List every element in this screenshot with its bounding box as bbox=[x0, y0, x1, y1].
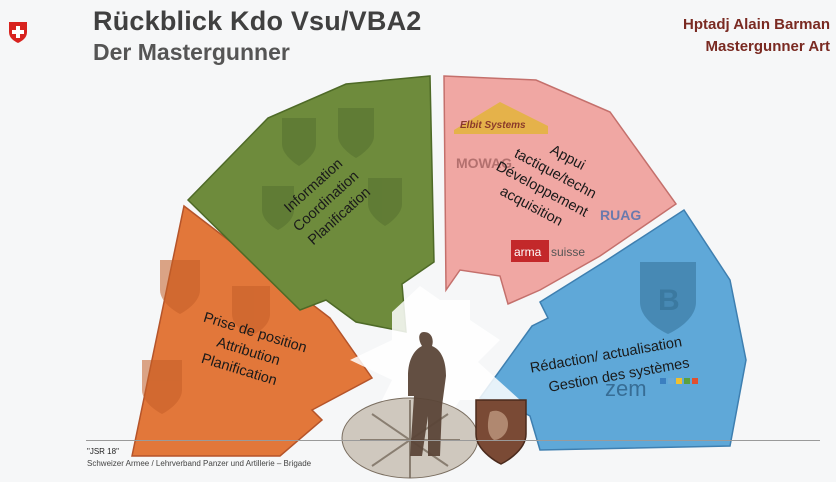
footer-reference: "JSR 18" bbox=[87, 447, 119, 456]
svg-text:suisse: suisse bbox=[551, 245, 585, 259]
author-block: Hptadj Alain Barman Mastergunner Art bbox=[683, 14, 830, 58]
shield-watermarks-green bbox=[262, 108, 402, 230]
shield-watermarks-orange bbox=[142, 260, 270, 414]
armasuisse-logo: arma suisse bbox=[511, 240, 585, 262]
author-role: Mastergunner Art bbox=[705, 38, 830, 55]
page-title: Rückblick Kdo Vsu/VBA2 bbox=[93, 6, 422, 36]
mowag-logo: MOWAG bbox=[456, 155, 512, 171]
svg-text:Elbit Systems: Elbit Systems bbox=[460, 120, 526, 131]
soldier-silhouette-icon bbox=[408, 332, 446, 456]
svg-text:MOWAG: MOWAG bbox=[456, 155, 512, 171]
svg-text:B: B bbox=[658, 284, 680, 317]
author-name: Hptadj Alain Barman bbox=[683, 16, 830, 33]
footer-divider bbox=[86, 440, 820, 441]
lehrverband-badge-icon: B bbox=[640, 262, 696, 334]
zem-logo: zem bbox=[605, 376, 698, 401]
svg-text:zem: zem bbox=[605, 376, 647, 401]
central-emblem bbox=[341, 332, 527, 479]
svg-text:RUAG: RUAG bbox=[600, 207, 641, 223]
swiss-flag-icon bbox=[9, 22, 27, 43]
elbit-logo: Elbit Systems bbox=[454, 102, 548, 134]
page-subtitle: Der Mastergunner bbox=[93, 39, 290, 65]
ruag-logo: RUAG bbox=[600, 207, 641, 223]
svg-text:arma: arma bbox=[514, 245, 542, 259]
footer-organisation: Schweizer Armee / Lehrverband Panzer und… bbox=[87, 459, 312, 468]
